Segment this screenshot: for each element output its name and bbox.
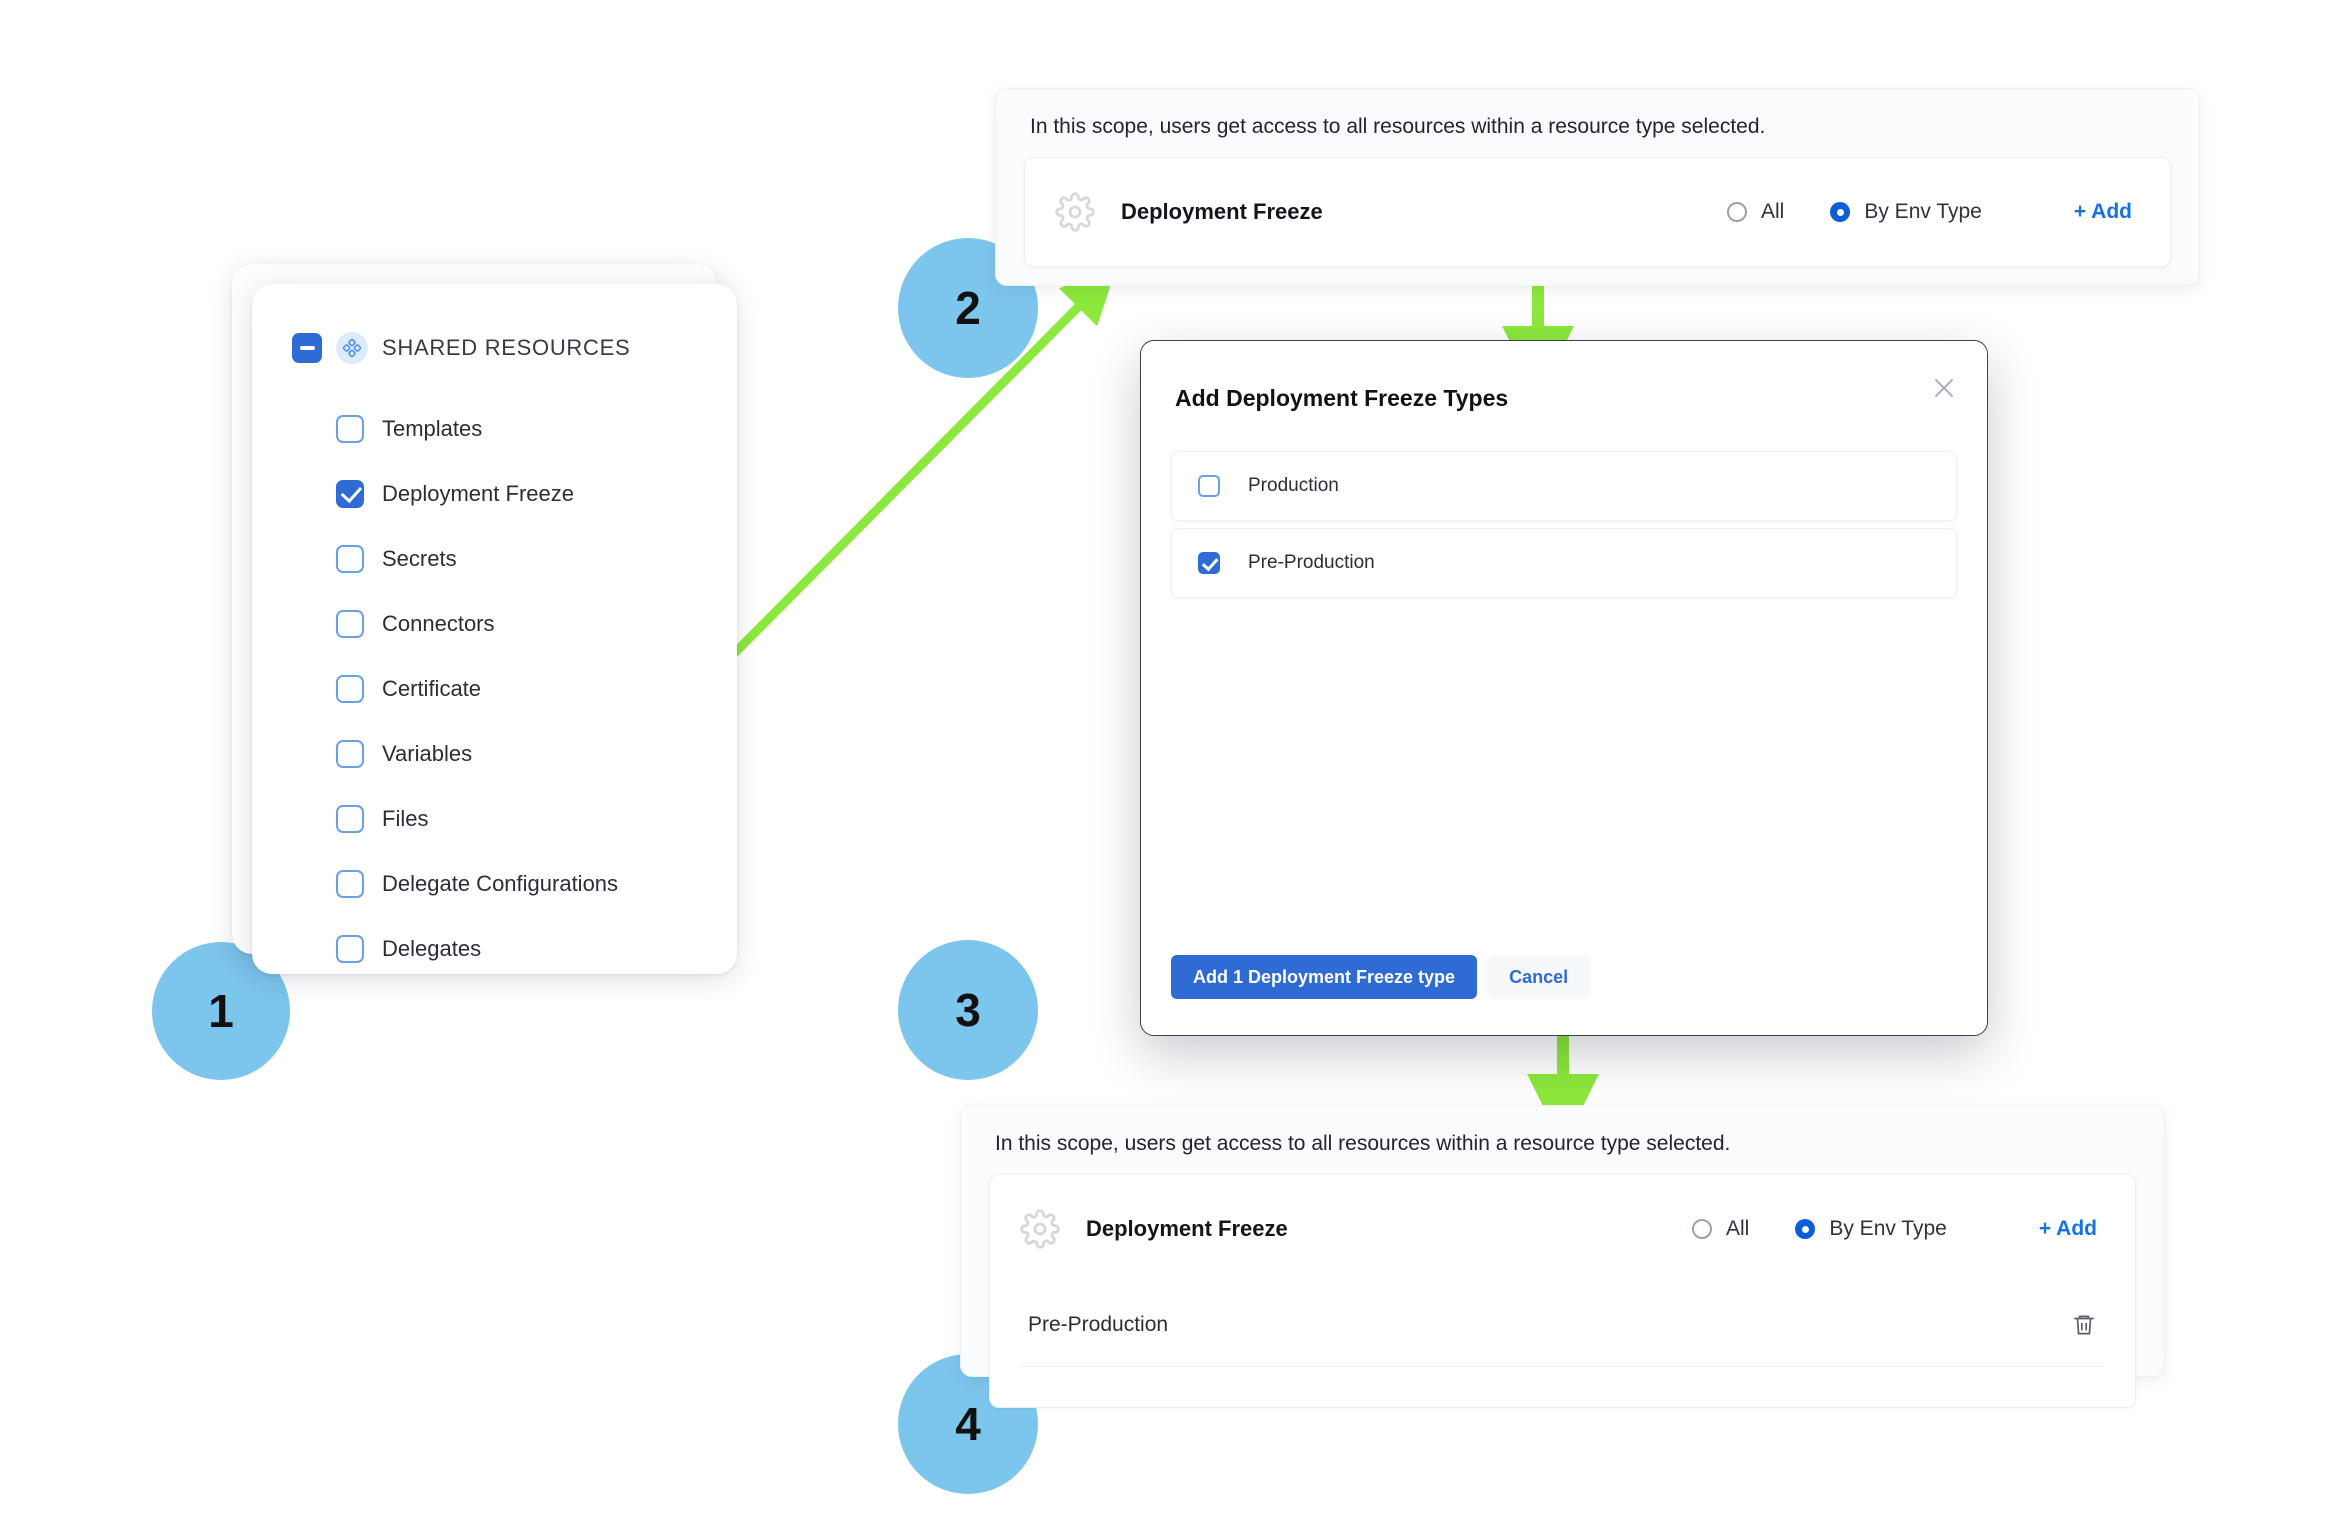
scope-resource-name: Deployment Freeze (1086, 1216, 1288, 1241)
list-item[interactable]: Connectors (336, 591, 697, 656)
list-item-label: Certificate (382, 675, 482, 701)
checkbox-certificate[interactable] (336, 674, 364, 703)
radio-dot (1692, 1219, 1712, 1239)
checkbox-variables[interactable] (336, 739, 364, 768)
list-item-label: Pre-Production (1248, 552, 1375, 573)
radio-dot (1830, 202, 1851, 222)
list-item[interactable]: Production (1171, 451, 1957, 521)
step-number: 2 (955, 282, 981, 334)
checkbox-templates[interactable] (336, 414, 364, 443)
radio-dot (1727, 202, 1747, 222)
scope-resource-card: Deployment Freeze All By Env Type + Add … (989, 1174, 2136, 1408)
scope-resource-card: Deployment Freeze All By Env Type + Add (1024, 157, 2171, 267)
list-item-label: Secrets (382, 545, 457, 571)
radio-all[interactable]: All (1692, 1217, 1749, 1241)
shared-resources-list: Templates Deployment Freeze Secrets Conn… (292, 396, 697, 981)
step-marker-3: 3 (898, 940, 1038, 1080)
add-button[interactable]: + Add (2038, 1217, 2097, 1240)
shared-resources-select-all-checkbox[interactable] (292, 333, 322, 363)
shared-resources-title: SHARED RESOURCES (382, 335, 631, 360)
scope-resource-row: Deployment Freeze All By Env Type + Add (990, 1175, 2135, 1283)
scope-resource-name: Deployment Freeze (1121, 199, 1323, 224)
add-deployment-freeze-types-modal: Add Deployment Freeze Types Production P… (1140, 340, 1988, 1036)
checkbox-production[interactable] (1198, 475, 1220, 497)
radio-all[interactable]: All (1727, 200, 1784, 224)
list-item[interactable]: Pre-Production (1171, 528, 1957, 598)
radio-label: All (1726, 1217, 1750, 1240)
list-item[interactable]: Templates (336, 396, 697, 461)
list-item[interactable]: Files (336, 786, 697, 851)
add-freeze-type-button[interactable]: Add 1 Deployment Freeze type (1171, 955, 1478, 999)
step-number: 3 (955, 984, 981, 1036)
add-button[interactable]: + Add (2073, 200, 2132, 223)
trash-icon[interactable] (2071, 1310, 2097, 1340)
arrow-1-to-2 (684, 268, 1117, 704)
checkbox-deployment-freeze[interactable] (336, 479, 364, 508)
list-item[interactable]: Delegate Configurations (336, 851, 697, 916)
radio-by-env-type[interactable]: By Env Type (1795, 1217, 1947, 1241)
list-item[interactable]: Delegates (336, 916, 697, 981)
list-item-label: Files (382, 805, 429, 831)
list-item-label: Delegate Configurations (382, 870, 619, 896)
step-marker-4: 4 (898, 1354, 1038, 1494)
checkbox-connectors[interactable] (336, 609, 364, 638)
list-item-label: Connectors (382, 610, 495, 636)
selected-value-row: Pre-Production (1020, 1283, 2105, 1367)
list-item[interactable]: Deployment Freeze (336, 461, 697, 526)
cancel-button[interactable]: Cancel (1487, 955, 1591, 999)
gear-icon (1020, 1209, 1060, 1249)
minus-icon (299, 346, 315, 350)
list-item-label: Deployment Freeze (382, 480, 574, 506)
scope-resource-row: Deployment Freeze All By Env Type + Add (1025, 158, 2170, 266)
spacer (990, 1367, 2135, 1407)
radio-dot (1795, 1219, 1816, 1239)
scope-panel-before: In this scope, users get access to all r… (995, 88, 2200, 286)
scope-hint-text: In this scope, users get access to all r… (1030, 115, 1766, 138)
checkbox-secrets[interactable] (336, 544, 364, 573)
modal-title: Add Deployment Freeze Types (1175, 385, 1509, 411)
resource-cluster-icon (336, 332, 368, 364)
list-item[interactable]: Secrets (336, 526, 697, 591)
step-number: 4 (955, 1398, 981, 1450)
checkbox-pre-production[interactable] (1198, 552, 1220, 574)
list-item-label: Templates (382, 415, 483, 441)
freeze-type-option-list: Production Pre-Production (1171, 451, 1957, 605)
scope-mode-radio-group: All By Env Type (1727, 200, 1982, 224)
scope-mode-radio-group: All By Env Type (1692, 1217, 1947, 1241)
radio-by-env-type[interactable]: By Env Type (1830, 200, 1982, 224)
checkbox-delegate-configurations[interactable] (336, 869, 364, 898)
list-item[interactable]: Certificate (336, 656, 697, 721)
scope-panel-after: In this scope, users get access to all r… (960, 1105, 2165, 1408)
scope-hint-text: In this scope, users get access to all r… (995, 1132, 1731, 1155)
list-item-label: Production (1248, 475, 1339, 496)
modal-footer: Add 1 Deployment Freeze type Cancel (1171, 955, 1591, 999)
list-item-label: Delegates (382, 935, 482, 961)
list-item[interactable]: Variables (336, 721, 697, 786)
close-icon[interactable] (1927, 371, 1961, 405)
checkbox-delegates[interactable] (336, 934, 364, 963)
shared-resources-panel: SHARED RESOURCES Templates Deployment Fr… (252, 284, 737, 974)
radio-label: By Env Type (1864, 200, 1982, 223)
radio-label: All (1761, 200, 1785, 223)
selected-value-label: Pre-Production (1028, 1312, 1169, 1336)
gear-icon (1055, 192, 1095, 232)
shared-resources-header[interactable]: SHARED RESOURCES (292, 332, 697, 364)
step-number: 1 (208, 985, 234, 1037)
list-item-label: Variables (382, 740, 473, 766)
checkbox-files[interactable] (336, 804, 364, 833)
radio-label: By Env Type (1829, 1217, 1947, 1240)
